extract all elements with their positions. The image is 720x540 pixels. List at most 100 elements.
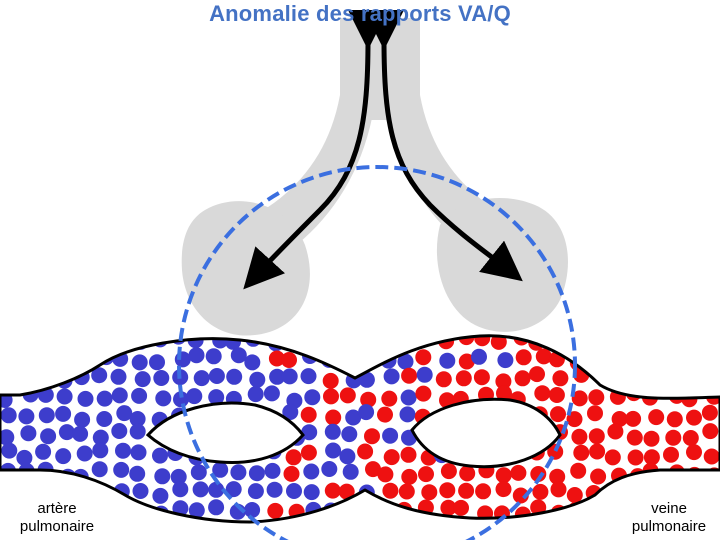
oxygenated-cell <box>415 335 432 346</box>
deoxygenated-cell <box>0 370 16 387</box>
oxygenated-cell <box>360 391 377 408</box>
oxygenated-cell <box>398 483 415 500</box>
deoxygenated-cell <box>92 335 108 351</box>
oxygenated-cell <box>609 366 626 383</box>
oxygenated-cell <box>459 465 476 482</box>
deoxygenated-cell <box>226 368 243 385</box>
oxygenated-cell <box>590 468 607 485</box>
oxygenated-cell <box>415 385 432 402</box>
deoxygenated-cell <box>186 388 203 405</box>
deoxygenated-cell <box>134 371 151 388</box>
oxygenated-cell <box>665 429 682 446</box>
deoxygenated-cell <box>152 487 169 504</box>
oxygenated-cell <box>325 409 342 426</box>
deoxygenated-cell <box>208 481 225 498</box>
deoxygenated-cell <box>266 481 283 498</box>
deoxygenated-cell <box>152 447 168 464</box>
oxygenated-cell <box>534 385 551 402</box>
oxygenated-cell <box>475 483 492 500</box>
oxygenated-cell <box>682 353 698 369</box>
oxygenated-cell <box>357 443 374 460</box>
deoxygenated-cell <box>129 411 146 427</box>
oxygenated-cell <box>587 405 603 422</box>
label-arterial-line2: pulmonaire <box>19 518 95 535</box>
oxygenated-cell <box>573 444 590 461</box>
oxygenated-cell <box>647 366 664 383</box>
deoxygenated-cell <box>40 428 57 445</box>
deoxygenated-cell <box>342 463 359 480</box>
oxygenated-cell <box>643 430 660 447</box>
oxygenated-cell <box>666 411 683 428</box>
lumen-left <box>145 401 305 465</box>
oxygenated-cell <box>550 406 566 423</box>
oxygenated-cell <box>473 369 490 386</box>
oxygenated-cell <box>530 466 547 482</box>
deoxygenated-cell <box>249 371 266 388</box>
deoxygenated-cell <box>357 335 373 352</box>
oxygenated-cell <box>552 370 569 387</box>
deoxygenated-cell <box>205 348 222 365</box>
oxygenated-cell <box>680 366 697 383</box>
oxygenated-cell <box>627 449 644 466</box>
oxygenated-cell <box>605 349 622 366</box>
deoxygenated-cell <box>301 424 318 441</box>
deoxygenated-cell <box>115 442 131 459</box>
oxygenated-cell <box>571 390 588 407</box>
deoxygenated-cell <box>72 425 89 442</box>
oxygenated-cell <box>625 385 642 402</box>
oxygenated-cell <box>381 390 398 407</box>
deoxygenated-cell <box>35 443 52 460</box>
deoxygenated-cell <box>173 391 189 408</box>
deoxygenated-cell <box>113 461 130 478</box>
deoxygenated-cell <box>303 463 320 480</box>
deoxygenated-cell <box>325 442 342 459</box>
oxygenated-cell <box>588 428 605 445</box>
deoxygenated-cell <box>38 407 55 424</box>
label-arterial: artère pulmonaire <box>0 500 117 536</box>
deoxygenated-cell <box>416 366 433 383</box>
deoxygenated-cell <box>397 353 414 370</box>
oxygenated-cell <box>591 503 608 520</box>
deoxygenated-cell <box>322 335 339 346</box>
oxygenated-cell <box>699 483 716 500</box>
oxygenated-cell <box>604 335 621 349</box>
oxygenated-cell <box>666 367 683 384</box>
deoxygenated-cell <box>22 354 39 371</box>
oxygenated-cell <box>625 410 642 427</box>
oxygenated-cell <box>702 423 719 440</box>
oxygenated-cell <box>323 388 339 405</box>
oxygenated-cell <box>285 449 302 466</box>
deoxygenated-cell <box>230 464 247 481</box>
oxygenated-cell <box>267 502 284 519</box>
deoxygenated-cell <box>149 354 165 371</box>
deoxygenated-cell <box>130 444 147 461</box>
label-venous-line2: pulmonaire <box>631 518 707 535</box>
deoxygenated-cell <box>116 405 133 422</box>
oxygenated-cell <box>535 348 552 365</box>
oxygenated-cell <box>418 466 434 483</box>
oxygenated-cell <box>624 335 641 348</box>
deoxygenated-cell <box>76 445 93 462</box>
oxygenated-cell <box>588 389 605 406</box>
deoxygenated-cell <box>281 335 297 348</box>
label-venous: veine pulmonaire <box>609 500 720 536</box>
oxygenated-cell <box>686 409 702 426</box>
oxygenated-cell <box>377 406 393 423</box>
deoxygenated-cell <box>208 499 225 516</box>
oxygenated-cell <box>553 335 570 348</box>
deoxygenated-cell <box>359 348 375 365</box>
oxygenated-cell <box>283 465 300 482</box>
oxygenated-cell <box>515 349 532 366</box>
deoxygenated-cell <box>188 347 205 364</box>
oxygenated-cell <box>339 387 356 404</box>
deoxygenated-cell <box>341 426 358 443</box>
oxygenated-cell <box>686 444 702 461</box>
deoxygenated-cell <box>208 368 225 384</box>
deoxygenated-cell <box>56 388 73 405</box>
oxygenated-cell <box>415 349 432 366</box>
deoxygenated-cell <box>300 368 317 385</box>
deoxygenated-cell <box>114 335 130 345</box>
deoxygenated-cell <box>74 349 91 366</box>
deoxygenated-cell <box>74 411 91 428</box>
